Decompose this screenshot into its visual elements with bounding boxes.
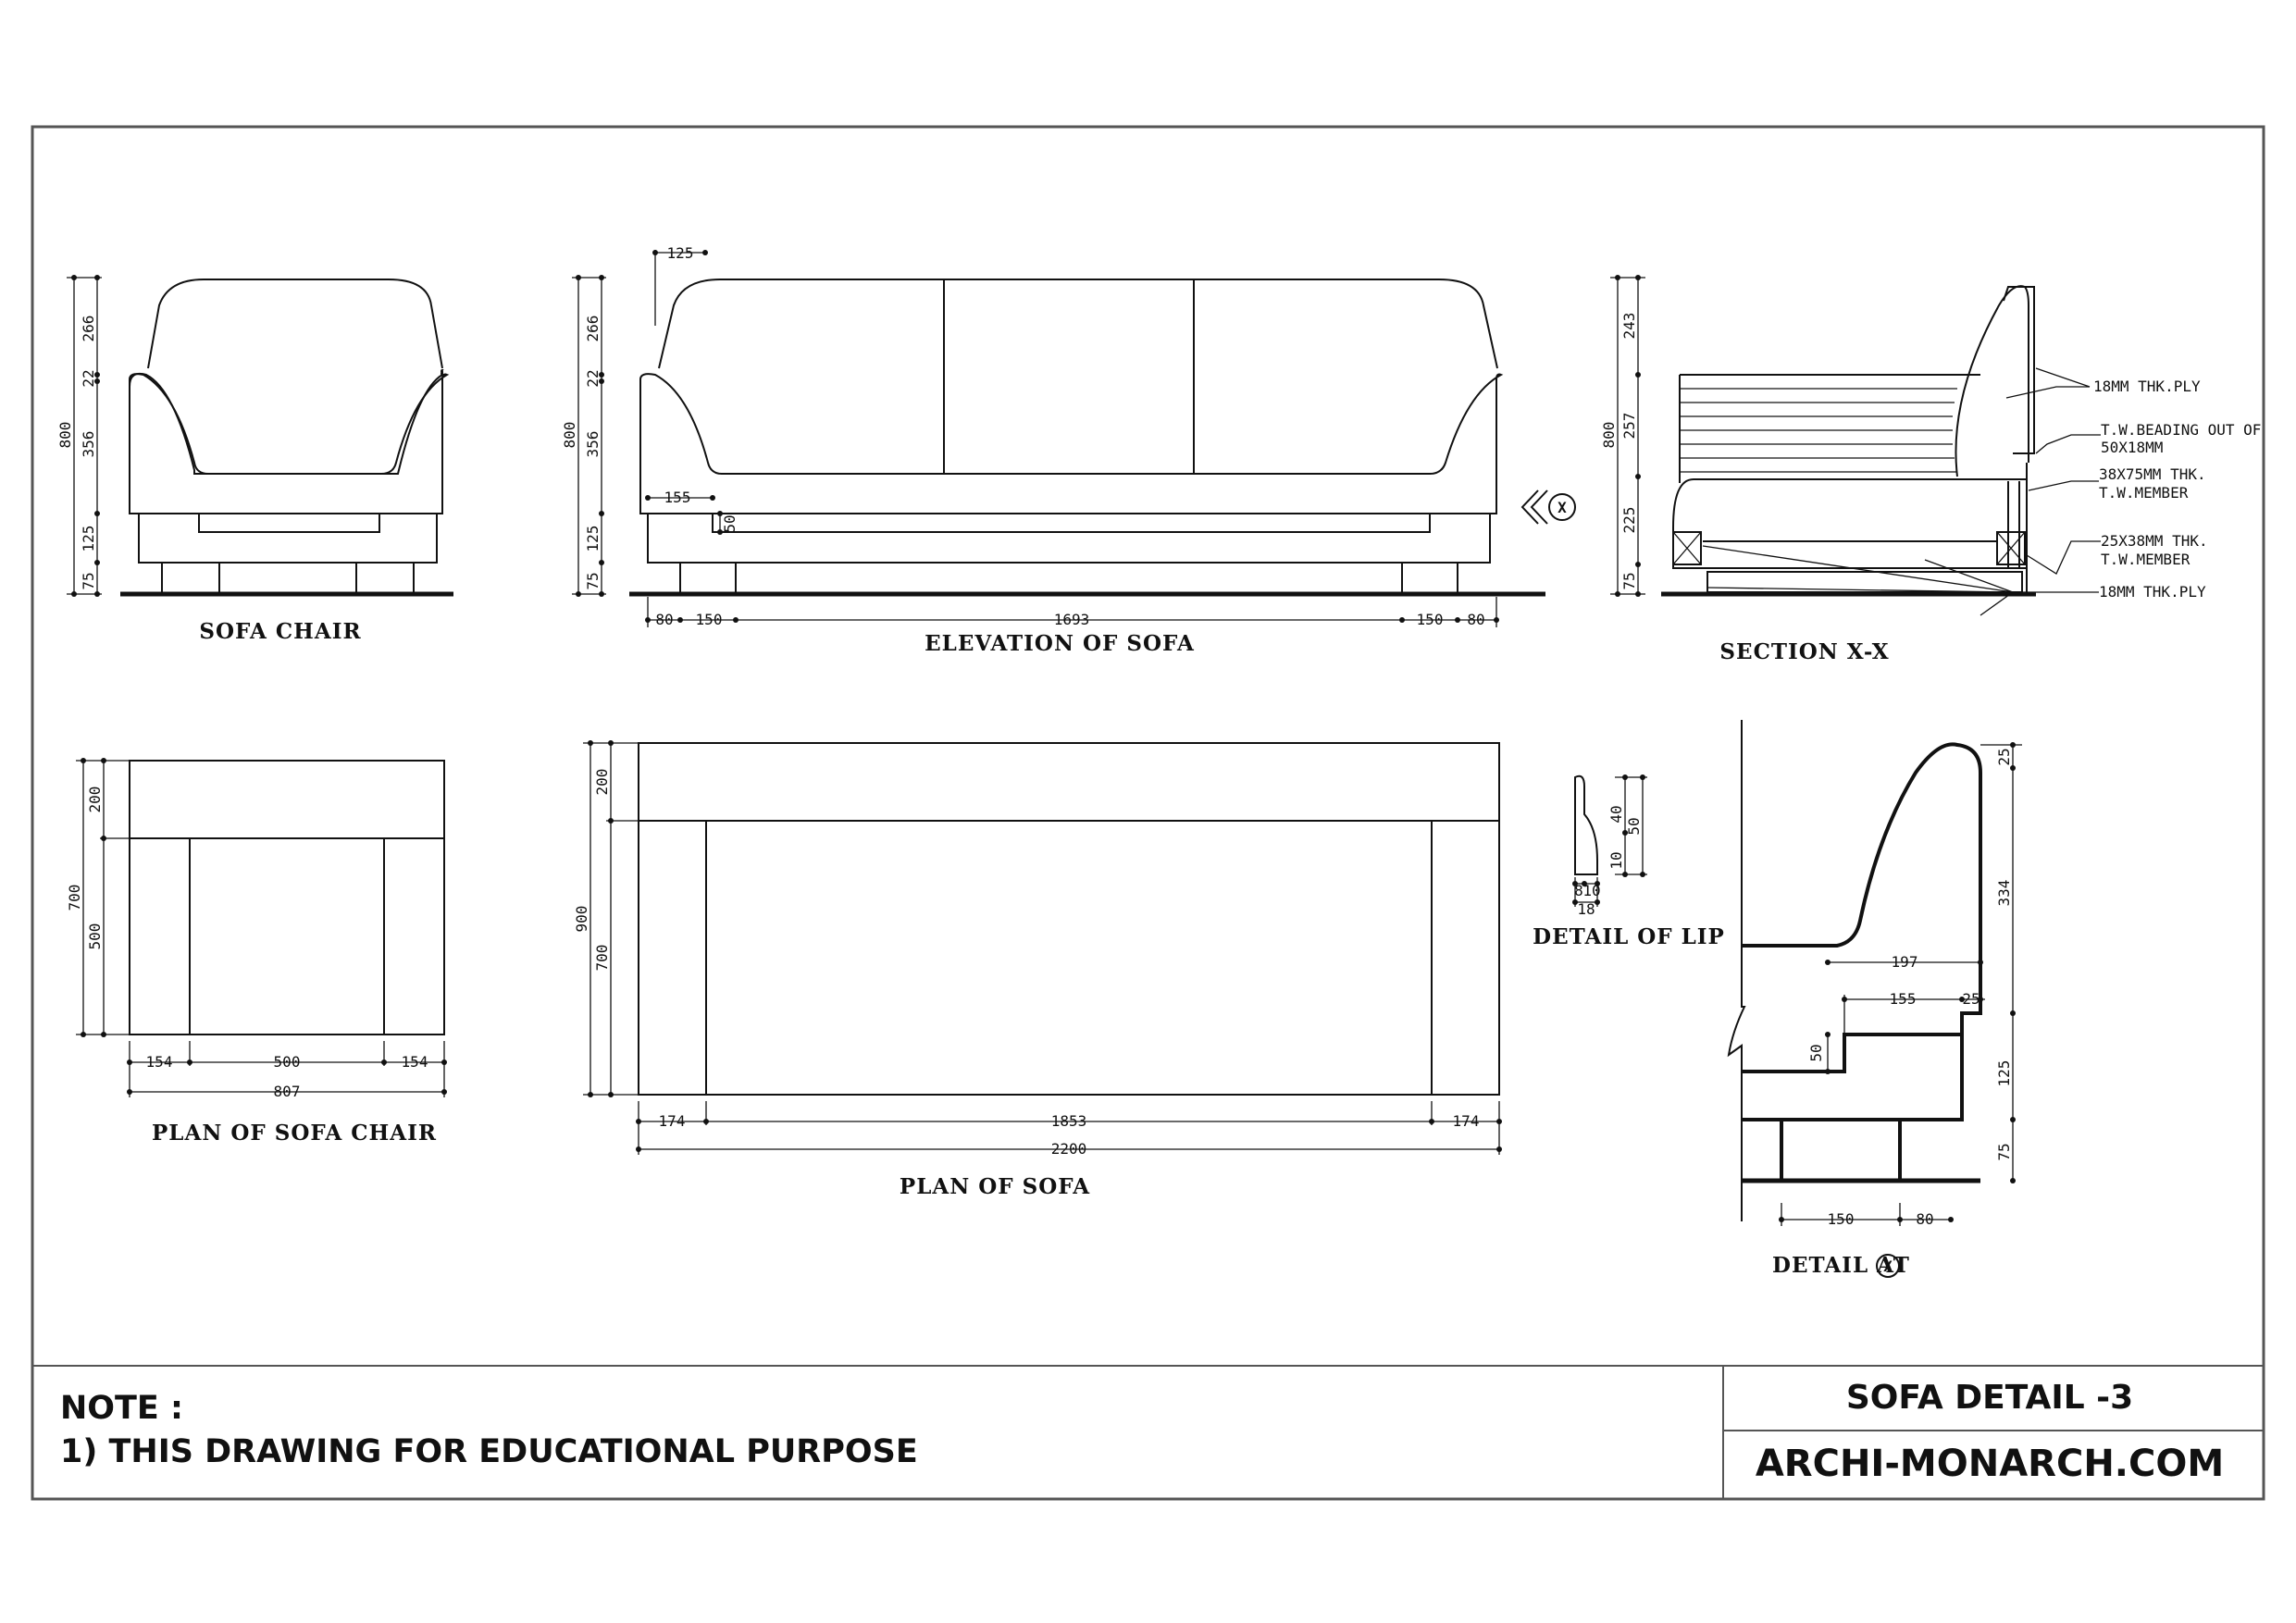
detail-dim-25h: 25 [1962, 990, 1980, 1008]
detail-dim-197: 197 [1892, 953, 1918, 971]
elev-dim-bottom-80b: 80 [1467, 611, 1484, 628]
section-dim-257: 257 [1620, 413, 1638, 440]
plan-sofa-dim-2200: 2200 [1051, 1140, 1087, 1158]
plan-sofa-dim-700: 700 [593, 945, 611, 972]
plan-chair-dim-200: 200 [86, 787, 104, 813]
elev-dim-bottom-150a: 150 [696, 611, 723, 628]
plan-chair-dim-154a: 154 [146, 1053, 173, 1071]
plan-sofa: 900 200 700 174 1853 174 2200 PLAN OF SO… [573, 740, 1502, 1199]
chair-dim-356: 356 [80, 431, 97, 458]
section-marker-label: X [1558, 499, 1567, 516]
plan-sofa-title: PLAN OF SOFA [900, 1174, 1090, 1199]
detail-dim-50: 50 [1807, 1044, 1825, 1061]
elev-dim-bottom-1693: 1693 [1054, 611, 1090, 628]
elev-dim-125: 125 [584, 526, 602, 552]
section-dim-243: 243 [1620, 313, 1638, 340]
section-marker-arrow [1520, 489, 1539, 525]
elevation-title: ELEVATION OF SOFA [925, 631, 1195, 656]
elev-dim-bottom-150b: 150 [1417, 611, 1444, 628]
chair-dim-266: 266 [80, 316, 97, 342]
detail-dim-150: 150 [1828, 1210, 1855, 1228]
detail-at-title: DETAIL AT [1772, 1253, 1910, 1278]
sofa-chair-title: SOFA CHAIR [199, 619, 361, 644]
section-dim-75: 75 [1620, 572, 1638, 589]
elev-dim-bottom-80a: 80 [655, 611, 673, 628]
elev-dim-155: 155 [664, 489, 691, 506]
sofa-chair-elevation: 800 266 22 356 125 75 SOFA CHAIR [56, 275, 453, 644]
section-note-5: T.W.MEMBER [2099, 484, 2189, 502]
section-note-8: 18MM THK.PLY [2099, 583, 2206, 601]
plan-chair-dim-500: 500 [86, 923, 104, 950]
elev-dim-22: 22 [584, 369, 602, 387]
section-note-1: 18MM THK.PLY [2093, 378, 2201, 395]
section-dim-225: 225 [1620, 507, 1638, 534]
website-name: ARCHI-MONARCH.COM [1756, 1443, 2224, 1485]
section-note-4: 38X75MM THK. [2099, 465, 2206, 483]
chair-dim-22: 22 [80, 369, 97, 387]
section-note-2: T.W.BEADING OUT OF [2101, 421, 2261, 439]
lip-dim-50: 50 [1625, 817, 1643, 835]
lip-dim-40: 40 [1607, 805, 1625, 823]
section-dim-total: 800 [1600, 422, 1618, 449]
elev-dim-266: 266 [584, 316, 602, 342]
detail-of-lip: 40 50 10 8 10 18 DETAIL OF LIP [1533, 774, 1725, 949]
elev-dim-top-125: 125 [667, 244, 694, 262]
detail-at-marker-circle [1876, 1254, 1900, 1278]
plan-chair-dim-500w: 500 [274, 1053, 301, 1071]
sofa-elevation: 125 155 50 800 266 22 356 125 75 80 150 … [561, 244, 1576, 656]
plan-chair-dim-154b: 154 [402, 1053, 428, 1071]
detail-dim-75: 75 [1995, 1143, 2013, 1160]
section-x-x: 18MM THK.PLY T.W.BEADING OUT OF 50X18MM … [1600, 275, 2261, 664]
section-note-7: T.W.MEMBER [2101, 551, 2191, 568]
detail-at-marker-label: X [1883, 1258, 1893, 1275]
sheet-border [31, 125, 2265, 1501]
section-marker-circle [1548, 493, 1576, 521]
section-title: SECTION X-X [1719, 639, 1889, 664]
plan-sofa-dim-174a: 174 [659, 1112, 686, 1130]
plan-sofa-dim-1853: 1853 [1051, 1112, 1087, 1130]
lip-dim-10v: 10 [1607, 851, 1625, 869]
detail-dim-25v: 25 [1995, 748, 2013, 765]
plan-chair-dim-total: 700 [66, 885, 83, 911]
plan-chair-title: PLAN OF SOFA CHAIR [152, 1121, 437, 1146]
section-note-3: 50X18MM [2101, 439, 2163, 456]
chair-dim-125: 125 [80, 526, 97, 552]
elev-dim-356: 356 [584, 431, 602, 458]
detail-at-x: 25 334 125 75 197 155 25 50 150 80 DETAI… [1727, 720, 2022, 1278]
chair-dim-75: 75 [80, 572, 97, 589]
elev-dim-75: 75 [584, 572, 602, 589]
note-line-1: 1) THIS DRAWING FOR EDUCATIONAL PURPOSE [60, 1433, 918, 1470]
detail-lip-title: DETAIL OF LIP [1533, 924, 1725, 949]
drawing-title: SOFA DETAIL -3 [1846, 1379, 2133, 1417]
lip-dim-10h: 10 [1582, 882, 1600, 899]
plan-sofa-dim-200: 200 [593, 769, 611, 796]
chair-dim-total: 800 [56, 422, 74, 449]
plan-sofa-dim-174b: 174 [1453, 1112, 1480, 1130]
detail-dim-334: 334 [1995, 880, 2013, 907]
plan-sofa-chair: 700 200 500 154 500 154 807 PLAN OF SOFA… [66, 758, 447, 1146]
note-heading: NOTE : [60, 1390, 183, 1427]
detail-dim-125: 125 [1995, 1060, 2013, 1087]
detail-dim-80: 80 [1916, 1210, 1933, 1228]
lip-dim-8: 8 [1574, 882, 1583, 899]
elev-dim-total: 800 [561, 422, 578, 449]
lip-dim-18: 18 [1577, 900, 1595, 918]
elev-dim-50: 50 [721, 514, 738, 532]
plan-chair-dim-807: 807 [274, 1083, 301, 1100]
detail-dim-155: 155 [1890, 990, 1917, 1008]
plan-sofa-dim-total: 900 [573, 906, 590, 933]
section-note-6: 25X38MM THK. [2101, 532, 2208, 550]
